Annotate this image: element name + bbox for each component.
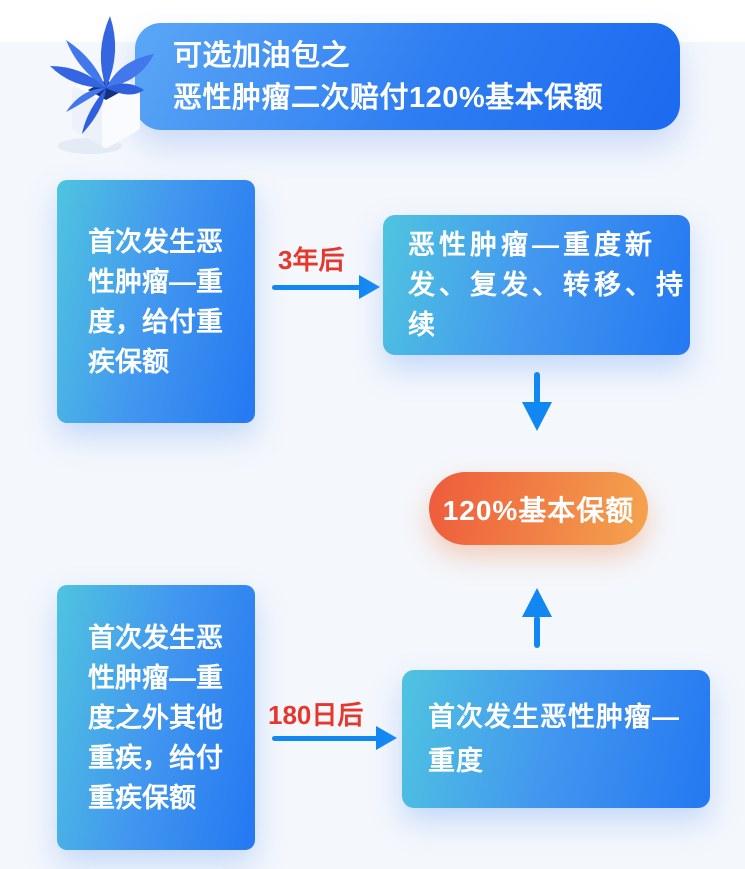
arrow-shaft [272,285,362,290]
arrow-shaft [272,736,378,741]
plant-icon [50,16,154,154]
arrow-head [522,402,552,431]
arrow-right-icon [272,275,380,299]
node-text-line: 恶性肿瘤—重度新 [408,230,656,260]
interval-label-3-years: 3年后 [278,245,345,275]
arrow-head [359,275,380,299]
node-text-line: 首次发生恶性肿瘤— [428,702,680,732]
arrow-shaft [534,372,540,404]
node-text-line: 度，给付重 [88,306,223,337]
payout-pill: 120%基本保额 [429,472,648,545]
node-text-line: 重疾保额 [88,782,196,813]
node-cancer-recurrence: 恶性肿瘤—重度新 发、复发、转移、持 续 [383,215,690,355]
node-text-line: 续 [408,310,439,340]
node-text-line: 疾保额 [88,346,169,377]
node-other-critical-illness: 首次发生恶 性肿瘤—重 度之外其他 重疾，给付 重疾保额 [57,585,255,850]
node-text-line: 发、复发、转移、持 [408,270,687,300]
node-text-line: 度之外其他 [88,702,223,733]
payout-amount: 120%基本保额 [442,494,635,526]
node-text-line: 首次发生恶 [88,622,223,653]
interval-label-180-days: 180日后 [268,700,364,730]
node-text-line: 重疾，给付 [88,742,223,773]
page-title-line2: 恶性肿瘤二次赔付120%基本保额 [173,81,604,114]
page-title-line1: 可选加油包之 [173,39,351,72]
arrow-head [522,588,552,617]
node-first-cancer-after-other: 首次发生恶性肿瘤— 重度 [402,670,710,808]
arrow-down-icon [522,372,552,431]
node-text-line: 性肿瘤—重 [88,266,223,297]
node-first-cancer-severe: 首次发生恶 性肿瘤—重 度，给付重 疾保额 [57,180,255,423]
node-text-line: 性肿瘤—重 [88,662,223,693]
header-banner: 可选加油包之 恶性肿瘤二次赔付120%基本保额 [135,23,680,130]
node-text-line: 重度 [428,746,484,776]
node-text-line: 首次发生恶 [88,226,223,257]
arrow-right-icon [272,726,397,750]
arrow-head [376,726,397,750]
arrow-up-icon [522,588,552,648]
arrow-shaft [534,616,540,648]
